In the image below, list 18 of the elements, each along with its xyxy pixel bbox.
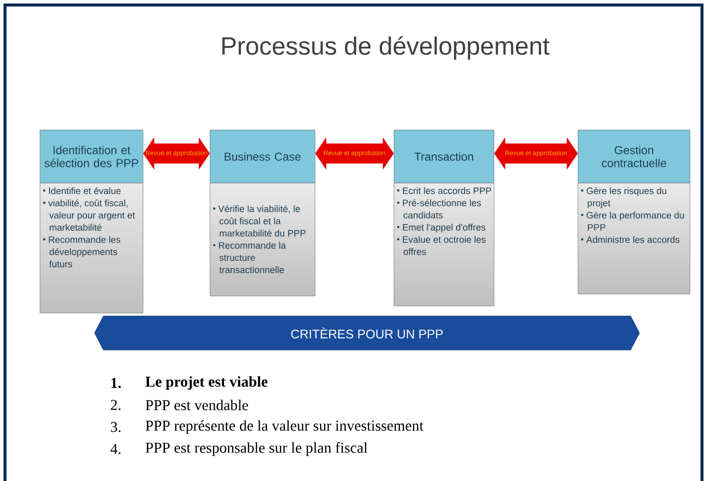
stage-header-box: Identification et sélection des PPP bbox=[40, 130, 144, 184]
stage-header-box: Gestion contractuelle bbox=[578, 130, 690, 184]
list-number: 3. bbox=[110, 422, 120, 432]
list-number: 2. bbox=[110, 400, 120, 410]
list-number: 4. bbox=[110, 444, 120, 454]
list-number: 1. bbox=[111, 378, 121, 388]
description-box: Ecrit les accords PPP Pré-sélectionne les candidats Emet l'appel d'offres Evalue et octroie les offres bbox=[394, 182, 494, 306]
criterion-text: PPP est responsable sur le plan fiscal bbox=[146, 442, 368, 456]
criterion-text: PPP représente de la valeur sur investissement bbox=[146, 420, 424, 434]
description-box: Vérifie la viabilité, le coût fiscal et la marketabilité du PPP Recommande la structure transactionnelle bbox=[210, 182, 316, 296]
criterion-text: PPP est vendable bbox=[146, 400, 248, 410]
stage-header-box: Transaction bbox=[394, 130, 494, 184]
title: Processus de développement bbox=[222, 36, 550, 60]
description-box: Identifie et évalue viabilité, coût fiscal, valeur pour argent et marketabilité Recommande les développements futurs bbox=[40, 182, 144, 314]
criteria-banner: CRITÈRES POUR UN PPP bbox=[94, 316, 640, 350]
stage-header-box: Business Case bbox=[210, 130, 316, 184]
description-box: Gère les risques du projet Gère la performance du PPP Administre les accords bbox=[578, 182, 690, 294]
criterion-text: Le projet est viable bbox=[145, 376, 268, 390]
